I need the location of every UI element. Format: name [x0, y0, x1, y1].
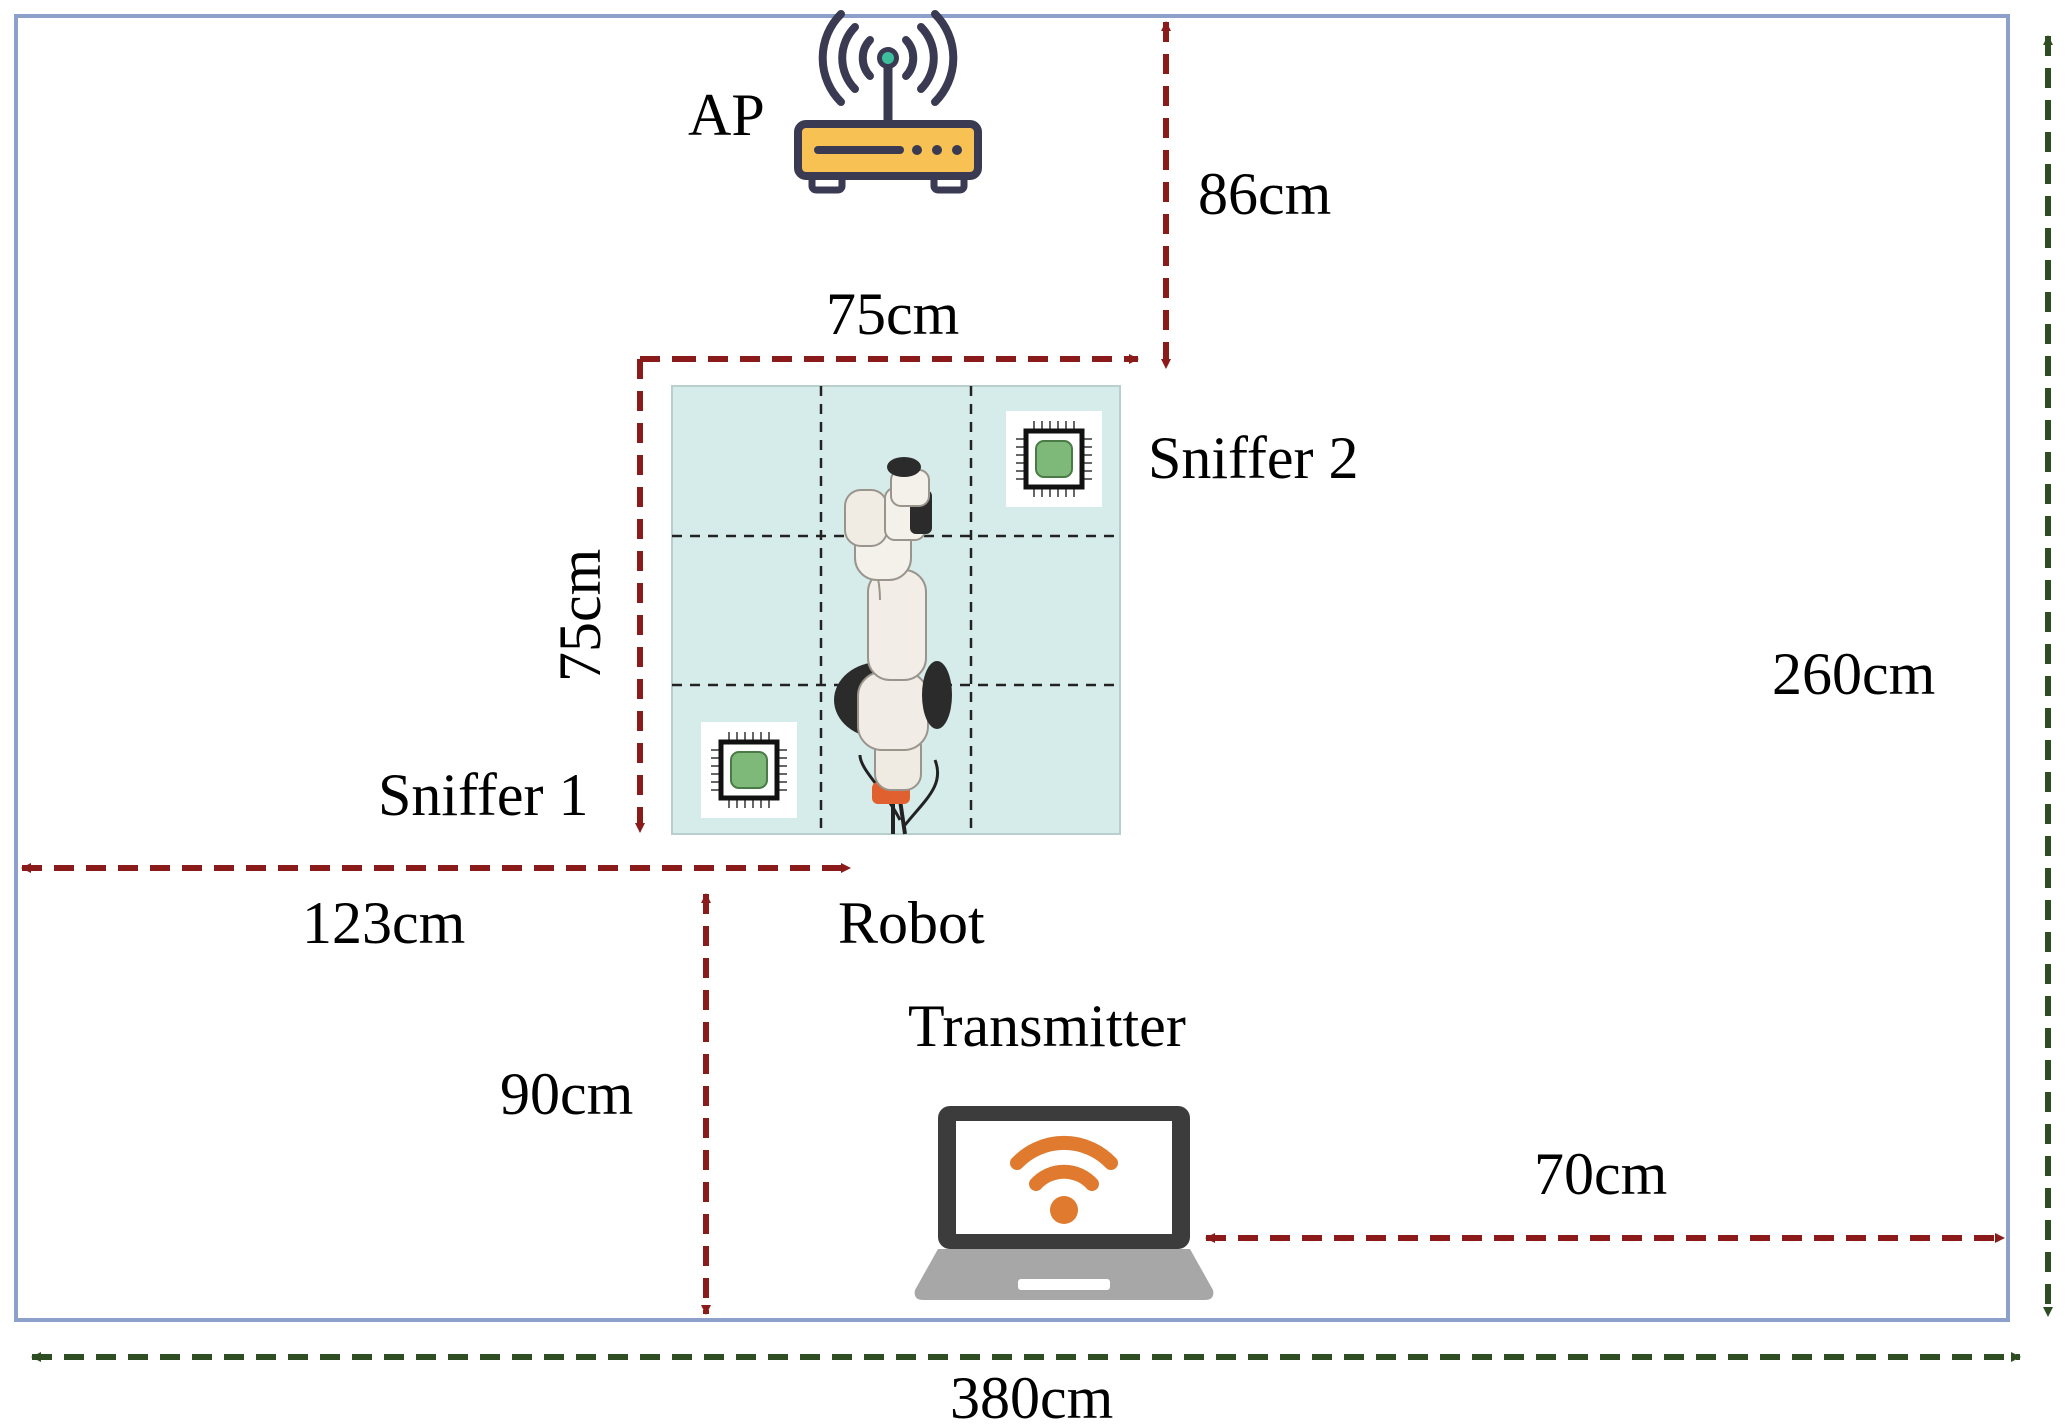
- dim-grid-height: 75cm: [547, 549, 613, 682]
- router-icon: [794, 10, 982, 194]
- label-robot: Robot: [838, 890, 985, 956]
- laptop-wifi-icon: [914, 1106, 1214, 1300]
- dim-bottom-to-robot: 90cm: [500, 1061, 633, 1127]
- room-boundary: [14, 14, 2010, 1322]
- dimension-arrows-red: [21, 21, 2005, 1315]
- robot-arm-icon: [834, 457, 952, 835]
- sniffer2-chip-icon: [1006, 411, 1102, 507]
- dim-left-to-robot: 123cm: [302, 890, 465, 956]
- dimension-arrows-green: [31, 35, 2053, 1362]
- label-ap: AP: [688, 82, 765, 148]
- label-sniffer2: Sniffer 2: [1148, 425, 1359, 491]
- label-sniffer1: Sniffer 1: [378, 762, 589, 828]
- sniffer1-chip-icon: [701, 722, 797, 818]
- dim-transmitter-to-right: 70cm: [1534, 1141, 1667, 1207]
- label-transmitter: Transmitter: [908, 993, 1186, 1059]
- dim-grid-width: 75cm: [826, 281, 959, 347]
- dim-room-height: 260cm: [1772, 641, 1935, 707]
- dim-room-width: 380cm: [950, 1365, 1113, 1428]
- dim-ap-to-grid: 86cm: [1198, 161, 1331, 227]
